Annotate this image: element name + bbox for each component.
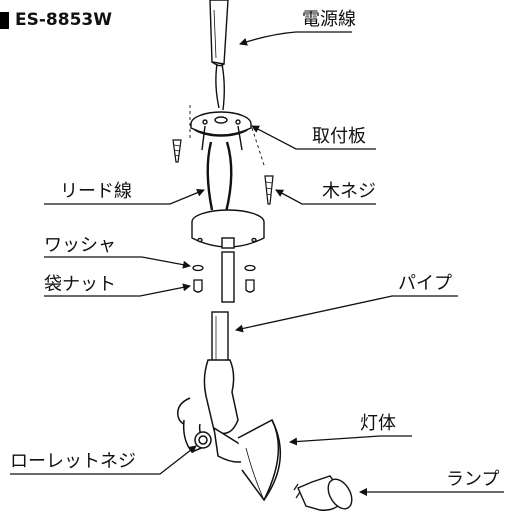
washer-part	[192, 264, 256, 272]
pipe-part	[211, 251, 235, 365]
leader-lamp-body	[289, 435, 412, 446]
label-power-cord: 電源線	[302, 9, 356, 30]
label-pipe: パイプ	[398, 273, 452, 294]
leader-wood-screw	[275, 189, 376, 205]
bullet-square-icon	[0, 11, 9, 29]
wood-screw-part	[172, 139, 274, 205]
leader-power-cord	[239, 31, 352, 46]
lamp-bulb-part	[293, 475, 353, 511]
leader-pipe	[235, 295, 458, 333]
label-lamp: ランプ	[446, 469, 500, 490]
mounting-plate-part	[189, 105, 266, 169]
model-number-title: ES-8853W	[0, 10, 112, 30]
cap-nut-part	[193, 279, 255, 293]
label-washer: ワッシャ	[44, 235, 116, 256]
leader-lead-wire	[44, 188, 205, 205]
power-cord-part	[209, 0, 229, 111]
model-number-text: ES-8853W	[15, 10, 112, 30]
label-knurled-screw: ローレットネジ	[10, 451, 136, 472]
leader-washer	[44, 256, 191, 269]
leader-lines	[10, 31, 504, 496]
leader-knurled-screw	[10, 445, 197, 475]
label-mounting-plate: 取付板	[312, 126, 366, 147]
leader-mounting-plate	[251, 125, 376, 150]
lead-wire-part	[206, 141, 233, 213]
lamp-body-part	[177, 359, 282, 502]
label-lead-wire: リード線	[60, 181, 132, 202]
label-wood-screw: 木ネジ	[322, 181, 376, 202]
leader-cap-nut	[44, 283, 191, 297]
label-cap-nut: 袋ナット	[44, 274, 116, 295]
label-lamp-body: 灯体	[360, 413, 396, 434]
canopy-part	[191, 209, 265, 249]
